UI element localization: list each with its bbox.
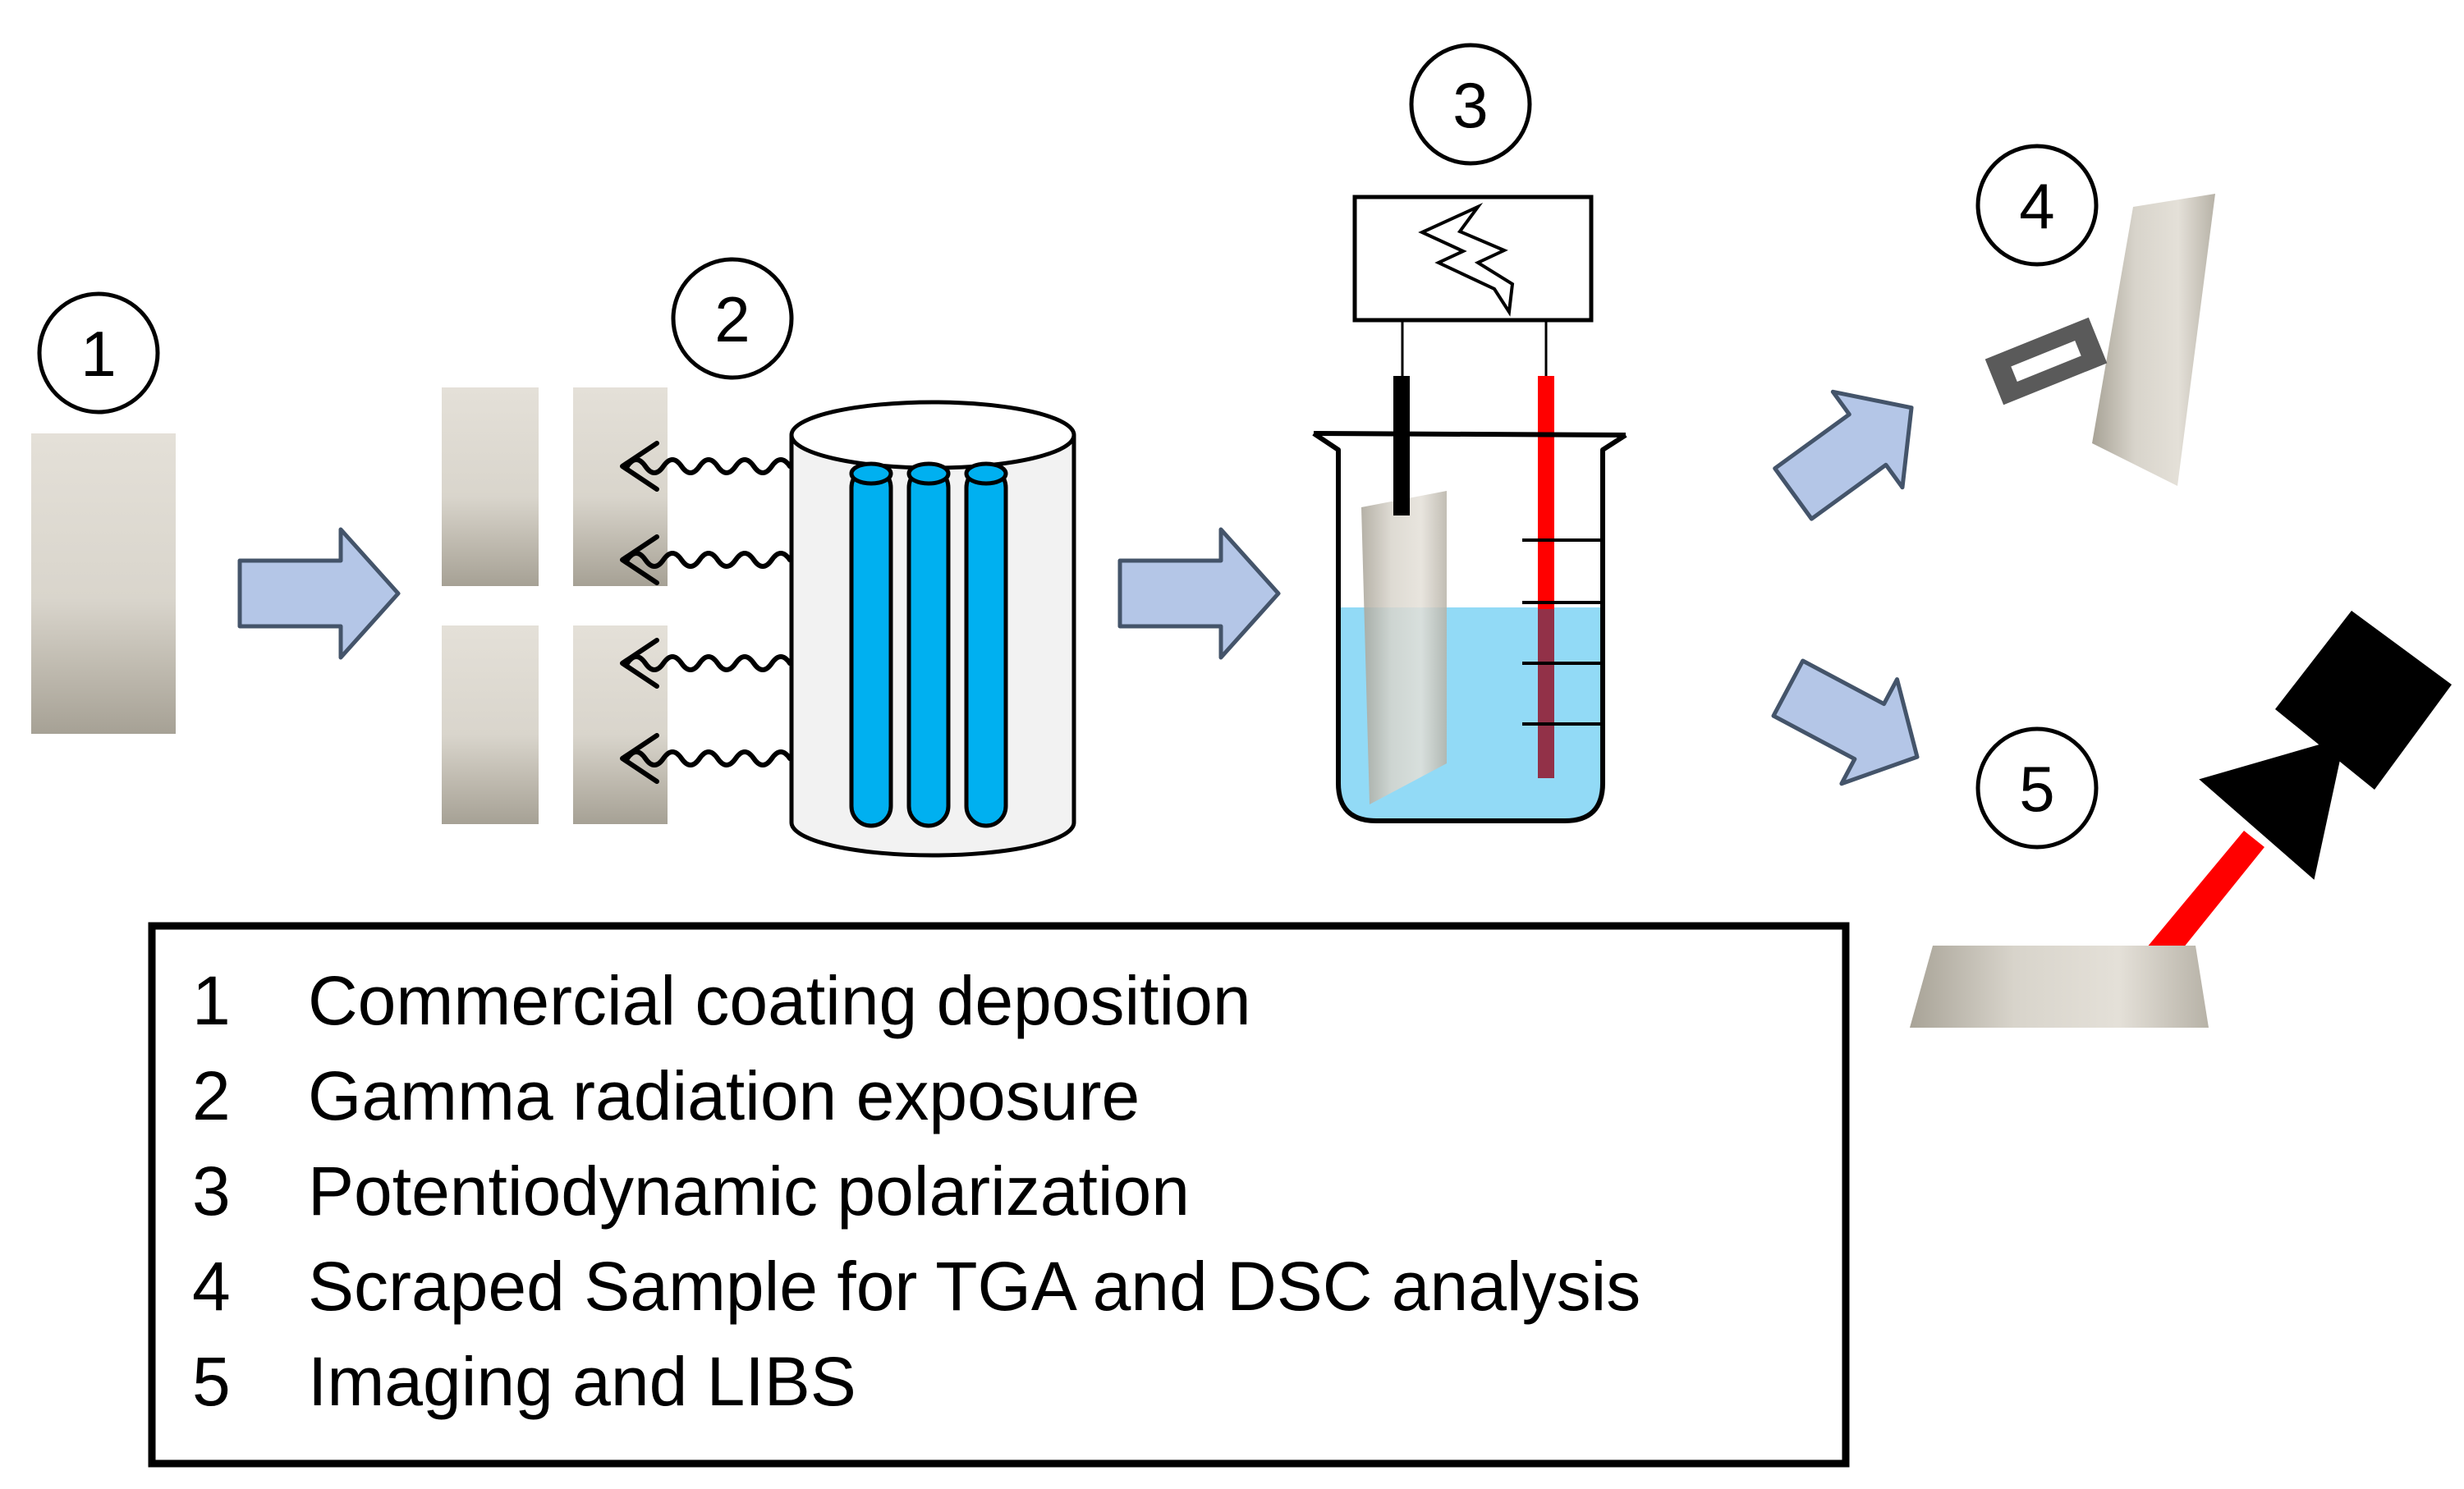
legend-number: 2	[192, 1057, 231, 1134]
sample-coupon	[31, 433, 176, 734]
legend-item: 4 Scraped Sample for TGA and DSC analysi…	[192, 1248, 1640, 1325]
step-3-number: 3	[1452, 69, 1488, 141]
step-4-number-circle	[1975, 144, 2099, 267]
step-5-number-circle	[1975, 726, 2099, 850]
arrow-1-to-2	[237, 527, 401, 660]
arrow-2-to-3	[1117, 527, 1281, 660]
legend-number: 3	[192, 1152, 231, 1230]
arrow-3-to-4	[1773, 389, 1914, 521]
arrow-3-to-5	[1771, 658, 1920, 786]
legend-label: Scraped Sample for TGA and DSC analysis	[308, 1248, 1640, 1325]
step-4-group: 4	[1975, 144, 2215, 486]
step-1-number: 1	[80, 318, 116, 390]
razor-blade-icon	[1985, 317, 2108, 405]
gamma-source-cylinder	[789, 400, 1076, 858]
gamma-ray-icon	[620, 733, 792, 784]
lightning-bolt-icon	[1418, 202, 1515, 317]
step-2-number: 2	[714, 283, 750, 355]
legend-item: 2 Gamma radiation exposure	[192, 1057, 1140, 1134]
step-2-group: 2	[442, 257, 1076, 858]
legend-item: 5 Imaging and LIBS	[192, 1343, 856, 1420]
legend-number: 1	[192, 962, 231, 1039]
sample-coupon	[442, 387, 539, 586]
legend-box: 1 Commercial coating deposition 2 Gamma …	[148, 922, 1850, 1468]
sample-coupon	[2092, 194, 2215, 486]
step-1-group: 1	[31, 291, 176, 734]
step-2-number-circle	[671, 257, 794, 380]
sample-coupon	[573, 625, 668, 824]
legend-label: Gamma radiation exposure	[308, 1057, 1140, 1134]
beaker	[1312, 431, 1627, 823]
camera-icon	[2196, 611, 2452, 883]
gamma-ray-icon	[620, 534, 792, 585]
source-rod	[906, 465, 951, 828]
legend-label: Potentiodynamic polarization	[308, 1152, 1190, 1230]
sample-coupon	[1910, 946, 2209, 1028]
gamma-ray-icon	[620, 441, 792, 492]
legend-label: Commercial coating deposition	[308, 962, 1251, 1039]
working-electrode-lead	[1393, 376, 1410, 515]
gamma-ray-icon	[620, 638, 792, 689]
step-5-group: 5	[1910, 611, 2452, 1028]
sample-coupon	[442, 625, 539, 824]
legend-item: 3 Potentiodynamic polarization	[192, 1152, 1190, 1230]
gamma-ray-arrows	[620, 441, 792, 784]
step-4-number: 4	[2019, 170, 2054, 242]
beaker-graduations	[1522, 538, 1603, 726]
legend-label: Imaging and LIBS	[308, 1343, 856, 1420]
source-rod	[964, 465, 1008, 828]
step-3-number-circle	[1409, 43, 1532, 166]
sample-coupon	[1361, 491, 1447, 804]
step-1-number-circle	[37, 291, 160, 415]
legend-number: 4	[192, 1248, 231, 1325]
source-rod	[849, 465, 893, 828]
legend-number: 5	[192, 1343, 231, 1420]
legend-item: 1 Commercial coating deposition	[192, 962, 1251, 1039]
step-3-group: 3	[1312, 43, 1627, 823]
step-5-number: 5	[2019, 753, 2054, 825]
